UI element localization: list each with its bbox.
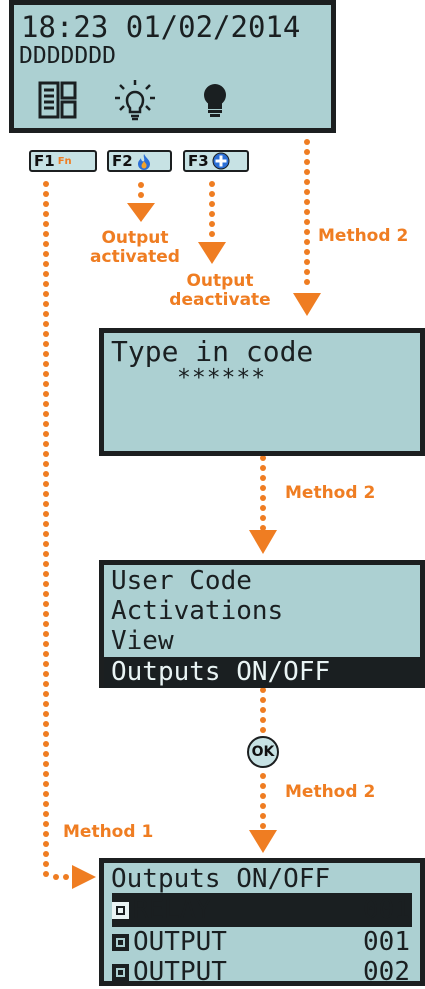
home-date-time: 18:23 01/02/2014 bbox=[21, 10, 301, 44]
output-row-name: RELAY bbox=[133, 895, 212, 925]
output-row-name: OUTPUT bbox=[133, 957, 227, 987]
plus-icon bbox=[212, 152, 230, 170]
ok-icon: OK bbox=[251, 744, 275, 760]
output-toggle-icon bbox=[112, 933, 129, 951]
menu-item-activations[interactable]: Activations bbox=[111, 596, 284, 626]
method2-path-2 bbox=[249, 455, 277, 554]
method1-path bbox=[43, 181, 96, 889]
method2-label-1: Method 2 bbox=[318, 226, 409, 246]
code-screen: Type in code ****** bbox=[99, 328, 425, 456]
outputs-title: Outputs ON/OFF bbox=[111, 864, 331, 894]
f3-key-label: F3 bbox=[188, 152, 209, 170]
ok-button[interactable]: OK bbox=[247, 736, 279, 768]
zones-icon bbox=[38, 81, 77, 119]
output-row-output-001[interactable]: OUTPUT 001 bbox=[112, 925, 412, 959]
f2-key[interactable]: F2 bbox=[107, 150, 172, 172]
method1-label: Method 1 bbox=[63, 822, 154, 842]
light-bulb-off-icon bbox=[204, 84, 226, 117]
code-prompt: Type in code bbox=[111, 335, 314, 368]
f1-key-label: F1 bbox=[34, 152, 55, 170]
f2-key-label: F2 bbox=[112, 152, 133, 170]
method2-label-3: Method 2 bbox=[285, 782, 376, 802]
home-status-line: DDDDDDD bbox=[19, 43, 116, 69]
menu-item-view[interactable]: View bbox=[111, 626, 174, 656]
output-deactivate-line1: Output bbox=[186, 271, 254, 291]
f1-key[interactable]: F1 Fn bbox=[29, 150, 97, 172]
output-row-number: 002 bbox=[363, 957, 410, 987]
light-bulb-on-icon bbox=[115, 80, 155, 121]
output-deactivate-line2: deactivate bbox=[169, 290, 271, 310]
output-row-number: 001 bbox=[363, 927, 410, 957]
fn-label: Fn bbox=[57, 155, 72, 167]
f3-key[interactable]: F3 bbox=[183, 150, 249, 172]
method2-label-2: Method 2 bbox=[285, 483, 376, 503]
method2-path-3 bbox=[249, 687, 277, 853]
output-activated-arrow bbox=[127, 182, 155, 222]
code-mask: ****** bbox=[177, 365, 267, 391]
output-row-output-002[interactable]: OUTPUT 002 bbox=[112, 955, 412, 989]
menu-screen: User Code Activations View Outputs ON/OF… bbox=[99, 560, 425, 688]
output-deactivate-label: Output deactivate bbox=[160, 272, 280, 310]
menu-item-outputs-on-off[interactable]: Outputs ON/OFF bbox=[104, 657, 420, 688]
output-activated-label: Output activated bbox=[85, 229, 185, 267]
output-row-number: 001 bbox=[363, 895, 410, 925]
output-activated-line2: activated bbox=[90, 247, 180, 267]
flame-icon bbox=[137, 153, 150, 170]
outputs-screen: Outputs ON/OFF RELAY 001 OUTPUT 001 OUTP… bbox=[99, 858, 425, 989]
output-toggle-icon bbox=[112, 901, 129, 919]
output-activated-line1: Output bbox=[101, 228, 169, 248]
method2-path-1 bbox=[293, 139, 321, 316]
output-deactivate-arrow bbox=[198, 181, 226, 264]
menu-item-user-code[interactable]: User Code bbox=[111, 566, 252, 596]
home-screen: 18:23 01/02/2014 DDDDDDD bbox=[9, 0, 336, 133]
output-row-relay-001[interactable]: RELAY 001 bbox=[112, 893, 412, 927]
output-row-name: OUTPUT bbox=[133, 927, 227, 957]
